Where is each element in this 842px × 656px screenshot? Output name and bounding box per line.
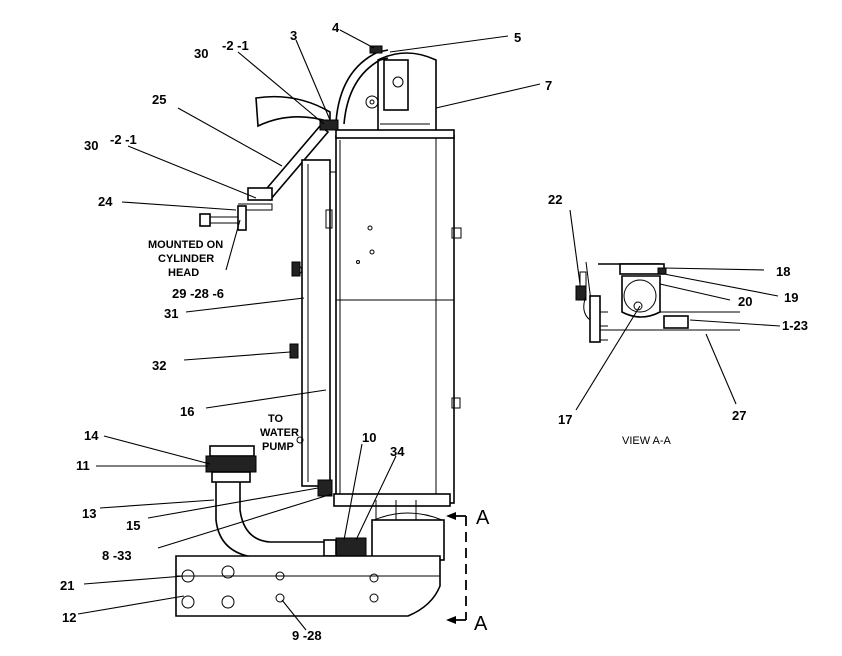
callout-18: 18 bbox=[776, 264, 790, 279]
section-letter-bottom: A bbox=[474, 613, 488, 635]
callout-34: 34 bbox=[390, 444, 405, 459]
note-mounted-2: CYLINDER bbox=[158, 253, 214, 265]
note-water-2: WATER bbox=[260, 427, 299, 439]
callout-13: 13 bbox=[82, 506, 96, 521]
notes: MOUNTED ON CYLINDER HEAD TO WATER PUMP bbox=[148, 239, 299, 453]
callout-10: 10 bbox=[362, 430, 376, 445]
callout-21: 21 bbox=[60, 578, 74, 593]
callout-30-mid-sub: -2 -1 bbox=[110, 132, 137, 147]
callout-5: 5 bbox=[514, 30, 521, 45]
base-plate bbox=[175, 555, 441, 617]
callout-16: 16 bbox=[180, 404, 194, 419]
tank-body bbox=[335, 135, 462, 504]
top-bracket bbox=[335, 52, 455, 139]
callout-19: 19 bbox=[784, 290, 798, 305]
callout-25: 25 bbox=[152, 92, 166, 107]
note-water-1: TO bbox=[268, 413, 284, 425]
note-mounted-3: HEAD bbox=[168, 267, 199, 279]
callout-11: 11 bbox=[76, 458, 90, 473]
curved-tubes bbox=[215, 476, 324, 559]
callout-30-top: 30 bbox=[194, 46, 208, 61]
upper-hose bbox=[255, 95, 331, 128]
callout-20: 20 bbox=[738, 294, 752, 309]
note-mounted-1: MOUNTED ON bbox=[148, 239, 223, 251]
callout-15: 15 bbox=[126, 518, 140, 533]
fitting-14 bbox=[205, 445, 257, 483]
callout-30-top-sub: -2 -1 bbox=[222, 38, 249, 53]
callout-27: 27 bbox=[732, 408, 746, 423]
support-rod bbox=[238, 119, 339, 211]
callout-17: 17 bbox=[558, 412, 572, 427]
bolt-24 bbox=[199, 205, 247, 231]
view-a-a-detail bbox=[575, 261, 740, 343]
view-label: VIEW A-A bbox=[622, 435, 672, 447]
callout-32: 32 bbox=[152, 358, 166, 373]
callout-30-mid: 30 bbox=[84, 138, 98, 153]
note-water-3: PUMP bbox=[262, 441, 294, 453]
leader-lines bbox=[77, 29, 781, 631]
callout-22: 22 bbox=[548, 192, 562, 207]
callout-4: 4 bbox=[332, 20, 340, 35]
callout-labels: 3 4 5 7 30 -2 -1 25 30 -2 -1 24 29 -28 -… bbox=[60, 20, 808, 643]
callout-31: 31 bbox=[164, 306, 178, 321]
side-bracket bbox=[289, 159, 336, 487]
lower-fittings bbox=[317, 479, 451, 561]
callout-29-28-6: 29 -28 -6 bbox=[172, 286, 224, 301]
callout-14: 14 bbox=[84, 428, 99, 443]
callout-12: 12 bbox=[62, 610, 76, 625]
section-marker bbox=[446, 512, 467, 624]
section-letter-top: A bbox=[476, 507, 490, 529]
callout-24: 24 bbox=[98, 194, 113, 209]
callout-7: 7 bbox=[545, 78, 552, 93]
callout-8-33: 8 -33 bbox=[102, 548, 132, 563]
callout-1-23: 1-23 bbox=[782, 318, 808, 333]
callout-9-28: 9 -28 bbox=[292, 628, 322, 643]
top-tube bbox=[335, 45, 389, 125]
callout-3: 3 bbox=[290, 28, 297, 43]
